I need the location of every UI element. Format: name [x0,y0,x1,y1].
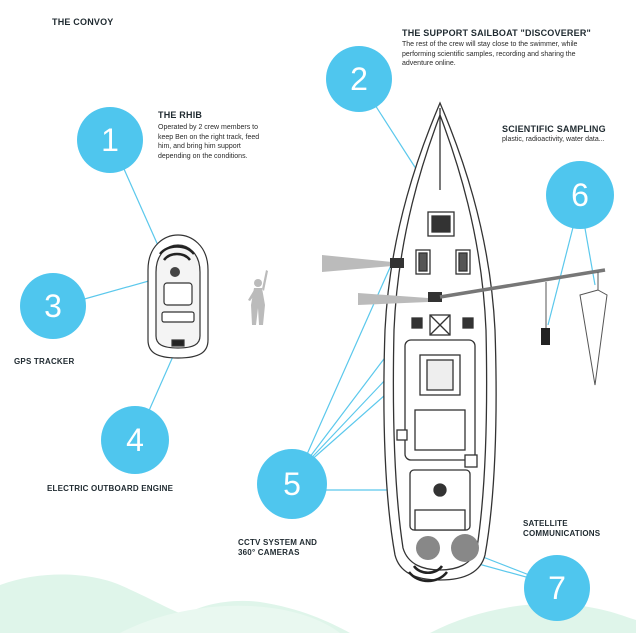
marker-4: 4 [101,406,169,474]
cctv-label-line1: CCTV SYSTEM AND [238,538,318,547]
marker-5: 5 [257,449,327,519]
satellite-domes [408,534,479,583]
sailboat-description: The rest of the crew will stay close to … [402,41,578,67]
sampling-boom [439,268,608,386]
sailboat-title: THE SUPPORT SAILBOAT "DISCOVERER" [402,28,591,38]
marker-6: 6 [546,161,614,229]
marker-7: 7 [524,555,590,621]
cctv-label-line2: 360° CAMERAS [238,548,300,557]
marker-2: 2 [326,46,392,112]
gps-label: GPS TRACKER [14,357,75,366]
waves [0,574,636,633]
sampling-description: plastic, radioactivity, water data... [502,136,605,143]
satellite-label-line1: SATELLITE [523,519,568,528]
marker-3: 3 [20,273,86,339]
page-title: THE CONVOY [52,17,114,27]
engine-label: ELECTRIC OUTBOARD ENGINE [47,484,174,493]
camera-beams [322,255,442,305]
marker-1: 1 [77,107,143,173]
rhib-title: THE RHIB [158,110,203,120]
rhib-description: Operated by 2 crew members to keep Ben o… [158,124,260,160]
satellite-label-line2: COMMUNICATIONS [523,529,601,538]
swimmer-drawing [248,270,268,325]
sailboat-drawing [383,101,497,581]
sampling-title: SCIENTIFIC SAMPLING [502,124,606,134]
rhib-drawing [147,234,209,359]
